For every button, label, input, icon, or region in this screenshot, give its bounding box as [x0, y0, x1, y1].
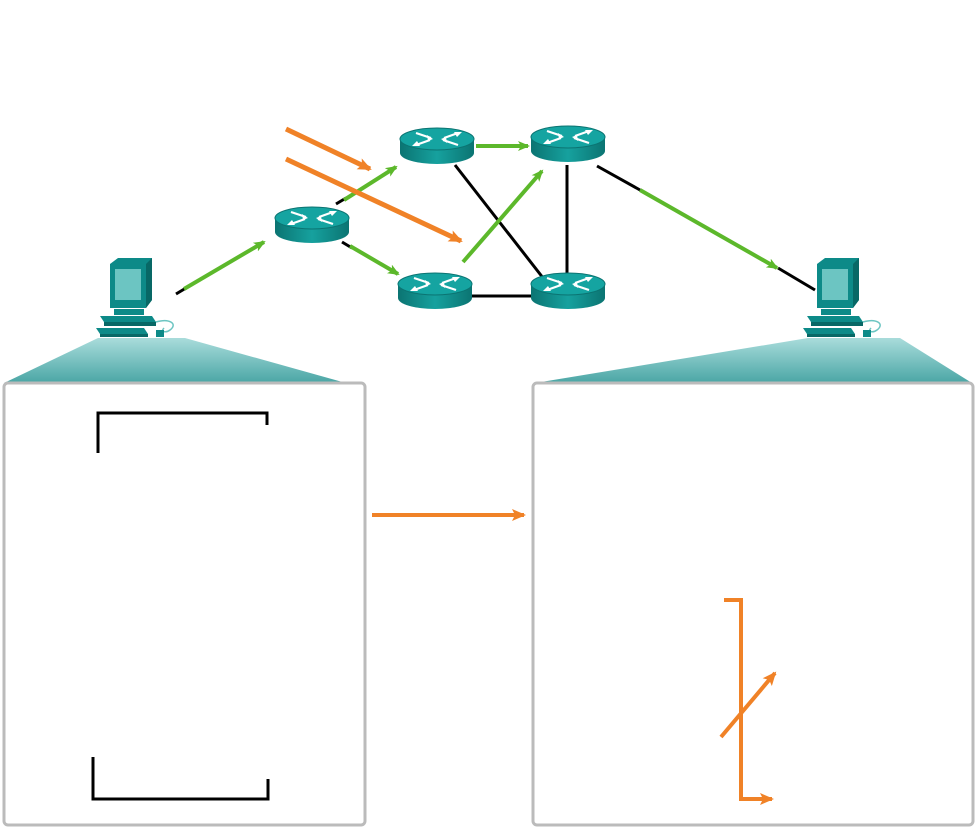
destination-bracket-arrow: [724, 598, 774, 805]
path-router1-router2: [342, 165, 398, 202]
source-computer: [95, 257, 174, 338]
source-projection: [4, 338, 346, 383]
bottom-bracket: [91, 757, 270, 801]
router-icon: [396, 271, 474, 311]
path-router3-router4: [461, 169, 544, 264]
router-icon: [529, 271, 607, 311]
path-router4-destination: [639, 188, 779, 270]
destination-diagonal-arrow: [719, 671, 777, 739]
destination-projection: [535, 338, 972, 383]
router-5: [529, 271, 607, 311]
router-1: [273, 205, 351, 245]
link-destination-stub: [777, 266, 816, 292]
path-router1-router3: [348, 244, 400, 276]
plain-links: [175, 164, 816, 298]
path-source-router1: [182, 240, 266, 291]
router-3: [396, 271, 474, 311]
incoming-arrow-upper: [284, 126, 372, 172]
link-router4-destination: [596, 164, 641, 192]
source-detail-panel: [2, 381, 367, 827]
router-icon: [529, 124, 607, 164]
destination-computer: [802, 257, 881, 338]
link-router2-router5: [453, 164, 549, 284]
destination-detail-panel: [531, 381, 975, 827]
router-4: [529, 124, 607, 164]
computer-icon: [802, 257, 881, 338]
top-bracket: [96, 411, 269, 453]
path-arrows: [182, 141, 779, 291]
incoming-arrow-lower: [284, 156, 463, 244]
computer-icon: [95, 257, 174, 338]
router-icon: [398, 126, 476, 166]
router-icon: [273, 205, 351, 245]
router-2: [398, 126, 476, 166]
